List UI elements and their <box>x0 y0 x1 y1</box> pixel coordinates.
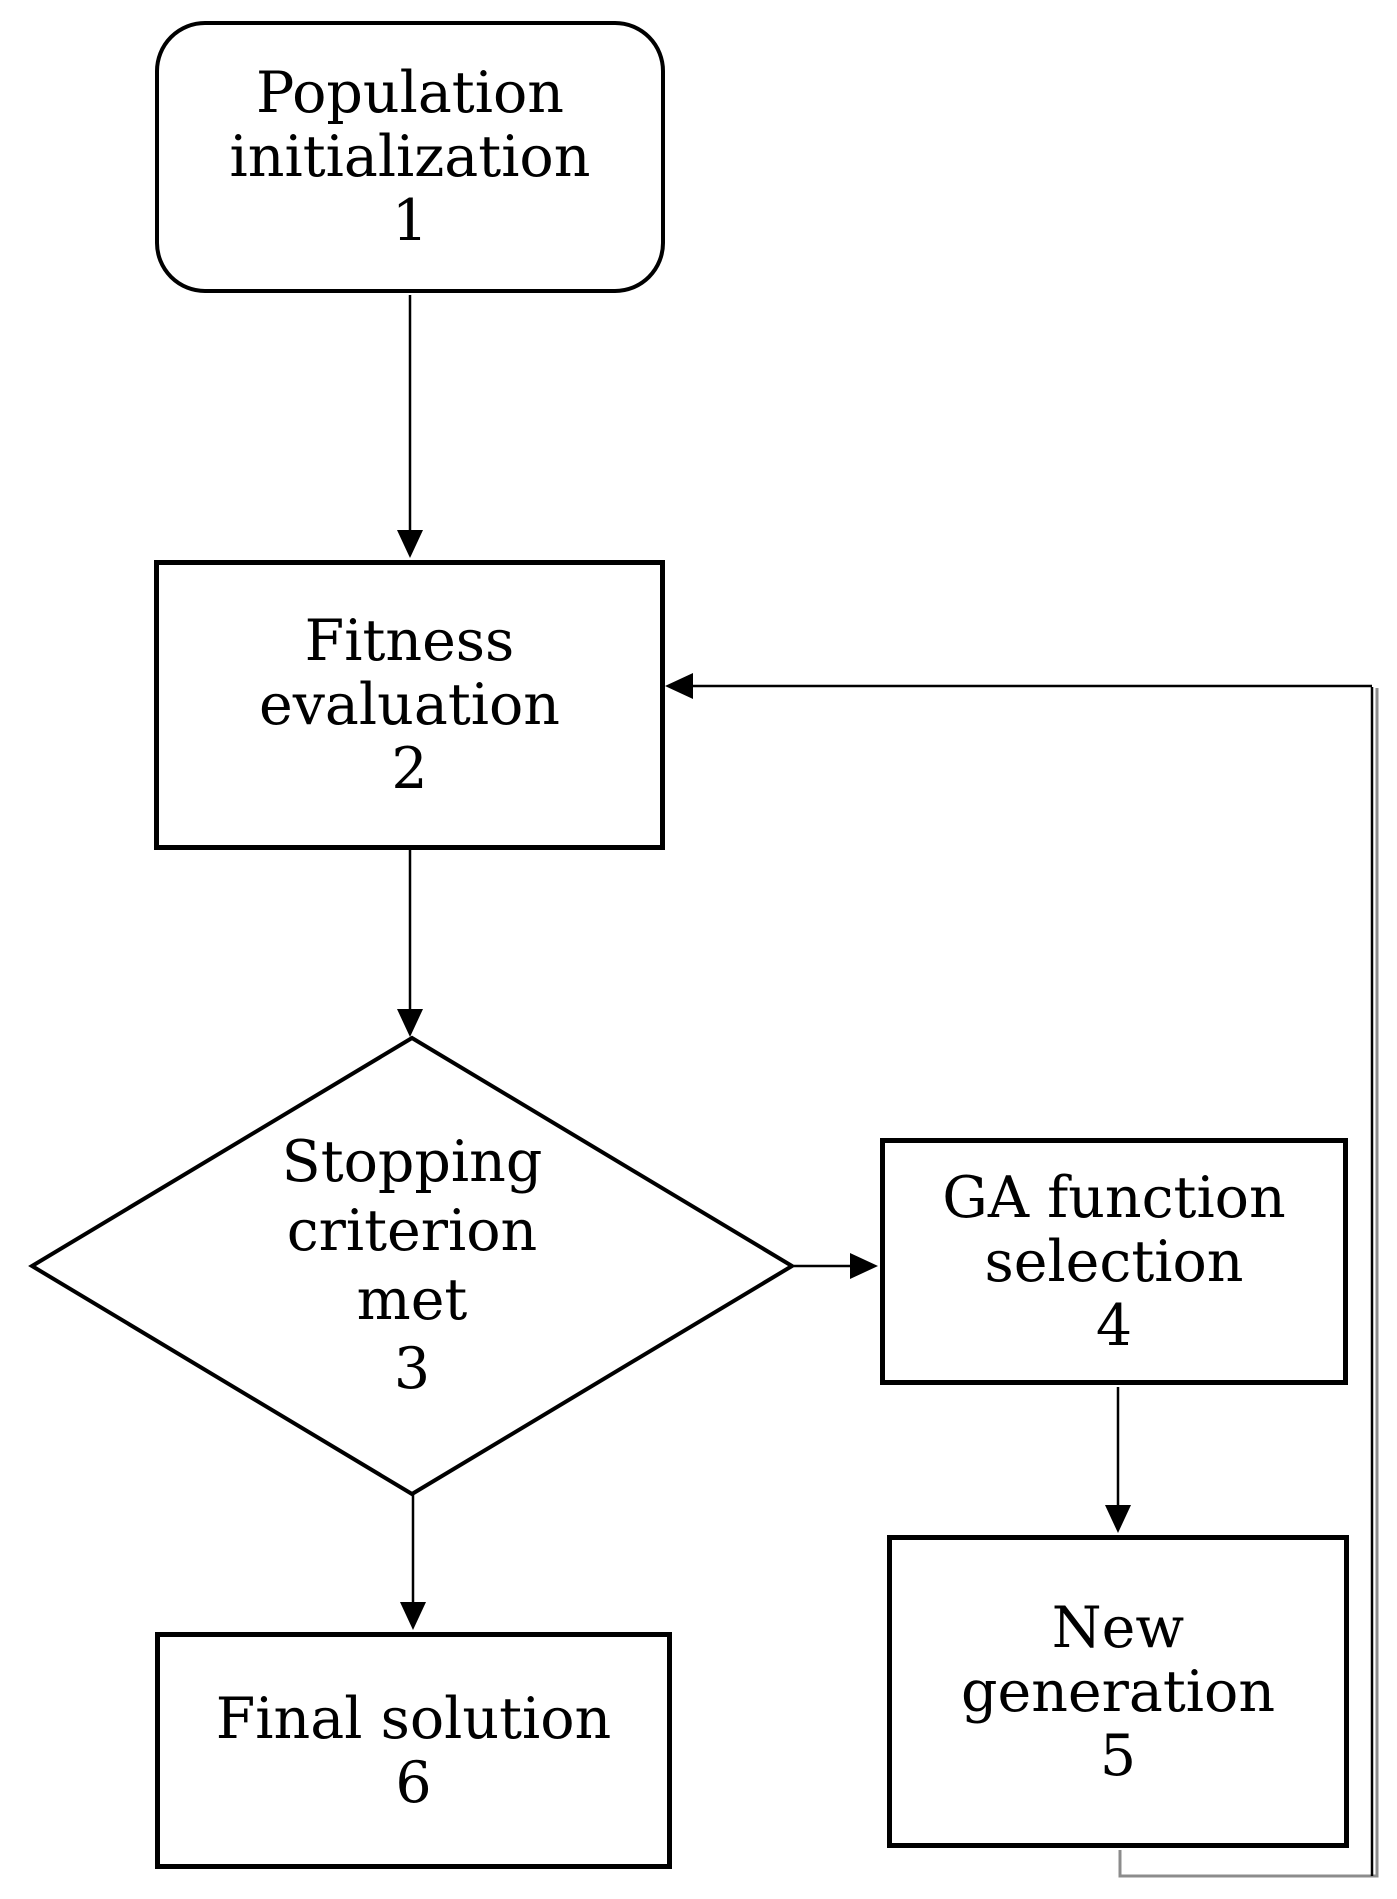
node-number: 3 <box>393 1336 431 1402</box>
node-label-line: generation <box>960 1658 1276 1725</box>
node-new-generation: New generation 5 <box>887 1535 1349 1848</box>
node-label-line: selection <box>984 1228 1244 1295</box>
node-label-line: initialization <box>229 124 591 190</box>
node-label-line: Fitness <box>304 608 515 674</box>
node-stopping-criterion: Stopping criterion met 3 <box>132 1128 692 1404</box>
node-number: 5 <box>1099 1722 1137 1789</box>
node-number: 2 <box>391 736 428 802</box>
feedback-loop-5-to-2 <box>665 673 1379 1878</box>
node-label-line: Final solution <box>215 1685 612 1752</box>
node-population-initialization: Population initialization 1 <box>155 21 665 293</box>
node-number: 4 <box>1095 1292 1133 1359</box>
node-ga-function-selection: GA function selection 4 <box>880 1138 1348 1385</box>
node-fitness-evaluation: Fitness evaluation 2 <box>154 560 665 850</box>
arrow-2-to-3 <box>397 850 423 1037</box>
node-label-line: GA function <box>942 1164 1286 1231</box>
node-label-line: met <box>356 1267 468 1333</box>
arrow-1-to-2 <box>397 295 423 558</box>
node-number: 6 <box>395 1749 432 1816</box>
node-number: 1 <box>391 188 429 254</box>
node-label-line: Population <box>256 60 564 126</box>
node-label-line: Stopping <box>281 1129 543 1195</box>
arrow-3-to-4 <box>794 1253 878 1279</box>
node-label-line: evaluation <box>258 672 560 738</box>
node-final-solution: Final solution 6 <box>155 1632 672 1869</box>
arrow-4-to-5 <box>1105 1387 1131 1533</box>
node-label-line: criterion <box>286 1198 538 1264</box>
arrow-3-to-6 <box>400 1494 426 1630</box>
node-label-line: New <box>1051 1594 1185 1661</box>
